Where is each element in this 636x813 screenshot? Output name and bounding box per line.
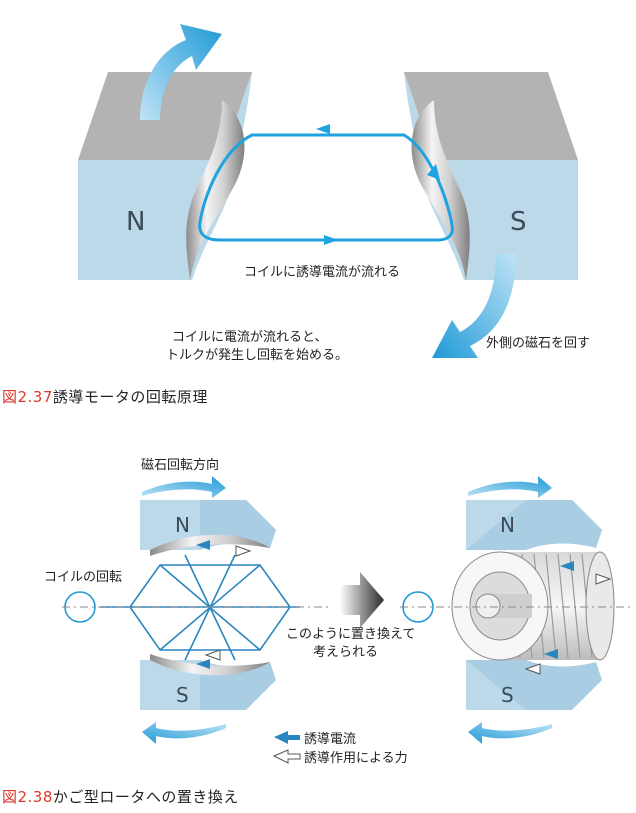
current-arrow-bottom-right — [544, 649, 558, 659]
left-north-magnet: N — [140, 500, 276, 556]
replace-arrow — [340, 572, 384, 628]
legend: 誘導電流 誘導作用による力 — [272, 731, 408, 766]
torque-text-line2: トルクが発生し回転を始める。 — [166, 348, 348, 363]
outer-magnet-label: 外側の磁石を回す — [486, 336, 590, 351]
legend-current-label: 誘導電流 — [304, 732, 356, 747]
legend-force-label: 誘導作用による力 — [304, 751, 408, 766]
left-south-label: S — [176, 683, 189, 707]
caption-text: かご型ロータへの置き換え — [52, 788, 239, 806]
north-magnet: N — [78, 72, 252, 280]
force-arrow-top-left — [235, 545, 252, 557]
magnet-rotation-arrow-left-top — [142, 476, 226, 498]
coil-arrow-top — [316, 124, 330, 134]
figure-2-37: N S コイルに誘導電流が流れる コイルに電流が流れると、 トルクが発生し回転を… — [78, 24, 590, 363]
torque-text-line1: コイルに電流が流れると、 — [172, 330, 327, 345]
force-arrow-top-right — [595, 573, 612, 585]
caption-figure-2-38: 図2.38かご型ロータへの置き換え — [2, 786, 239, 807]
caption-figure-2-37: 図2.37誘導モータの回転原理 — [2, 386, 208, 407]
south-label: S — [510, 207, 527, 237]
current-arrow-top-right — [560, 561, 574, 571]
magnet-rotation-arrow-left-bottom — [142, 722, 226, 744]
legend-current-icon — [274, 731, 300, 744]
coil-loop — [198, 124, 454, 245]
force-arrow-bottom-left — [204, 649, 221, 661]
current-arrow-top-left — [196, 540, 210, 550]
magnet-rotation-arrow-right-top — [468, 476, 552, 498]
coil-rotation-label: コイルの回転 — [44, 570, 122, 585]
rotation-arrow-down — [432, 254, 516, 358]
force-arrow-bottom-right — [524, 663, 541, 675]
figure-2-38: 磁石回転方向 N S — [44, 457, 634, 766]
left-north-label: N — [175, 513, 190, 537]
rotation-arrow-up — [140, 24, 222, 120]
caption-number: 図2.38 — [2, 788, 53, 806]
replace-text-line1: このように置き換えて — [286, 627, 415, 642]
current-arrow-bottom-left — [196, 659, 210, 669]
left-south-magnet: S — [140, 654, 276, 710]
right-north-magnet: N — [466, 500, 602, 550]
coil-arrow-right — [427, 164, 440, 180]
coil-arrow-bottom — [324, 235, 338, 245]
caption-number: 図2.37 — [2, 388, 53, 406]
right-south-magnet: S — [466, 660, 602, 710]
north-label: N — [126, 207, 145, 237]
rotation-direction-label: 磁石回転方向 — [141, 457, 219, 473]
right-south-label: S — [501, 683, 514, 707]
legend-force-icon — [272, 749, 301, 764]
replace-text-line2: 考えられる — [313, 645, 378, 660]
magnet-rotation-arrow-right-bottom — [468, 722, 552, 744]
right-north-label: N — [500, 513, 515, 537]
current-label: コイルに誘導電流が流れる — [244, 265, 400, 280]
caption-text: 誘導モータの回転原理 — [52, 388, 208, 406]
cage-rotor — [451, 551, 615, 661]
